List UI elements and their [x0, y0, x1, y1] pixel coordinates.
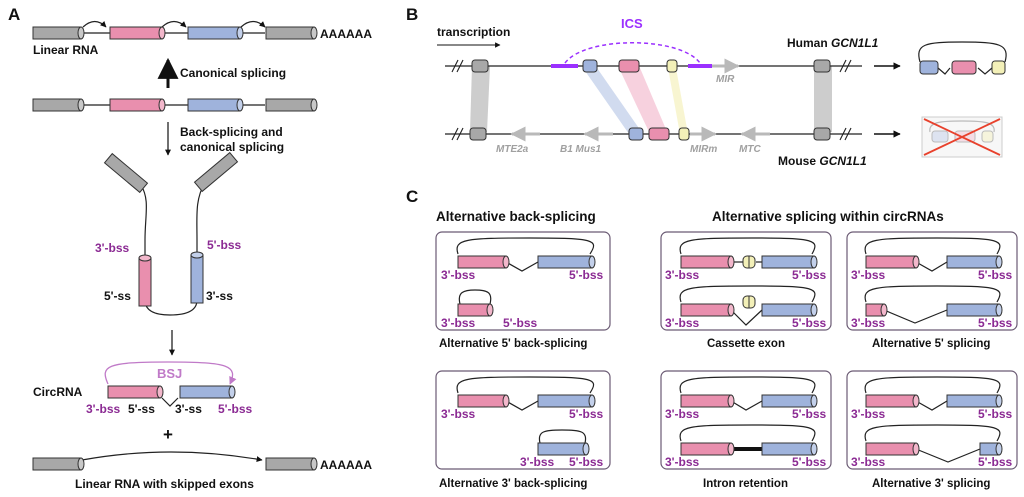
ss3-circ: 3'-ss — [175, 402, 202, 416]
bss3-circ: 3'-bss — [86, 402, 121, 416]
exon-gray-lariat-left — [103, 152, 149, 194]
box3-bss5-b: 5'-bss — [978, 316, 1013, 330]
ics-label: ICS — [621, 16, 643, 31]
cassette-exon-diagram — [679, 237, 818, 326]
exon-blue-1 — [187, 26, 244, 40]
bsj-label: BSJ — [157, 366, 182, 381]
box4-bss3-b: 3'-bss — [520, 455, 555, 469]
box1-bss3-a: 3'-bss — [441, 268, 476, 282]
box4-bss3-a: 3'-bss — [441, 407, 476, 421]
pre-mrna — [32, 98, 318, 112]
ss5-circ: 5'-ss — [128, 402, 155, 416]
box3-bss3-b: 3'-bss — [851, 316, 886, 330]
linear-rna-top — [32, 20, 318, 40]
mtc-label: MTC — [739, 144, 761, 155]
box5-bss3-b: 3'-bss — [665, 455, 700, 469]
human-label: Human GCN1L1 — [787, 36, 879, 50]
exon-gray-2 — [265, 26, 318, 40]
homology-band-right — [814, 66, 832, 132]
transcription-label: transcription — [437, 25, 510, 39]
mir-label: MIR — [716, 74, 735, 85]
homology-band-blue — [583, 68, 643, 134]
box1-bss5-a: 5'-bss — [569, 268, 604, 282]
plus-sign: + — [163, 425, 173, 444]
ss5-lariat: 5'-ss — [104, 289, 131, 303]
box2-bss3-a: 3'-bss — [665, 268, 700, 282]
bss5-lariat: 5'-bss — [207, 238, 242, 252]
exon-pink-circ — [107, 385, 164, 399]
box6-bss3-a: 3'-bss — [851, 407, 886, 421]
box4-bss5-b: 5'-bss — [569, 455, 604, 469]
caption-alt5-splicing: Alternative 5' splicing — [872, 338, 990, 350]
alt3-back-splicing-diagram — [456, 376, 596, 456]
box3-bss3-a: 3'-bss — [851, 268, 886, 282]
box5-bss5-b: 5'-bss — [792, 455, 827, 469]
human-gene — [445, 58, 862, 74]
exon-pink-1 — [109, 26, 166, 40]
header-alt-back-splicing: Alternative back-splicing — [436, 209, 596, 224]
polya-top: AAAAAA — [320, 27, 372, 41]
box3-bss5-a: 5'-bss — [978, 268, 1013, 282]
ss3-lariat: 3'-ss — [206, 289, 233, 303]
intron-retention-diagram — [679, 376, 818, 456]
back-splicing-intermediate — [103, 151, 239, 316]
exon-pink-lariat — [138, 254, 152, 307]
caption-intron-retention: Intron retention — [703, 478, 788, 490]
circrna-label: CircRNA — [33, 385, 83, 399]
box2-bss5-b: 5'-bss — [792, 316, 827, 330]
linear-rna-label: Linear RNA — [33, 43, 99, 57]
mirm-label: MIRm — [690, 144, 717, 155]
mte2a-label: MTE2a — [496, 144, 529, 155]
human-circrna-product — [918, 41, 1007, 75]
box5-bss3-a: 3'-bss — [665, 407, 700, 421]
box2-bss3-b: 3'-bss — [665, 316, 700, 330]
homology-band-left — [470, 66, 490, 132]
alt5-back-splicing-diagram — [456, 237, 596, 317]
box1-bss3-b: 3'-bss — [441, 316, 476, 330]
box6-bss3-b: 3'-bss — [851, 455, 886, 469]
panel-label-b: B — [406, 5, 418, 24]
canonical-splicing-label: Canonical splicing — [180, 66, 286, 80]
bss5-circ: 5'-bss — [218, 402, 253, 416]
circrna-diagram — [104, 361, 237, 407]
caption-alt3-back-splicing: Alternative 3' back-splicing — [439, 478, 587, 490]
ics-arc — [564, 42, 701, 64]
box2-bss5-a: 5'-bss — [792, 268, 827, 282]
exon-blue-circ — [179, 385, 236, 399]
header-alt-splicing-circ: Alternative splicing within circRNAs — [712, 209, 944, 224]
homology-band-pink — [619, 68, 668, 134]
polya-bottom: AAAAAA — [320, 458, 372, 472]
back-splicing-label-2: canonical splicing — [180, 140, 284, 154]
box6-bss5-a: 5'-bss — [978, 407, 1013, 421]
linear-rna-skipped — [32, 451, 318, 471]
caption-cassette-exon: Cassette exon — [707, 338, 785, 350]
mouse-gene — [445, 126, 862, 142]
back-splicing-label-1: Back-splicing and — [180, 125, 283, 139]
caption-alt3-splicing: Alternative 3' splicing — [872, 478, 990, 490]
alt5-splicing-diagram — [864, 237, 1003, 324]
bss3-lariat: 3'-bss — [95, 241, 130, 255]
box6-bss5-b: 5'-bss — [978, 455, 1013, 469]
box4-bss5-a: 5'-bss — [569, 407, 604, 421]
exon-gray-lariat-right — [193, 151, 239, 193]
caption-alt5-back-splicing: Alternative 5' back-splicing — [439, 338, 587, 350]
box5-bss5-a: 5'-bss — [792, 407, 827, 421]
mouse-label: Mouse GCN1L1 — [778, 154, 867, 168]
panel-label-a: A — [8, 5, 20, 24]
box1-bss5-b: 5'-bss — [503, 316, 538, 330]
panel-label-c: C — [406, 187, 418, 206]
exon-gray-1 — [32, 26, 85, 40]
exon-blue-lariat — [190, 251, 204, 304]
b1mus1-label: B1 Mus1 — [560, 144, 602, 155]
mouse-no-circrna — [921, 116, 1003, 158]
linear-skipped-label: Linear RNA with skipped exons — [75, 477, 254, 491]
homology-band-yellow — [668, 68, 688, 134]
alt3-splicing-diagram — [864, 376, 1003, 463]
